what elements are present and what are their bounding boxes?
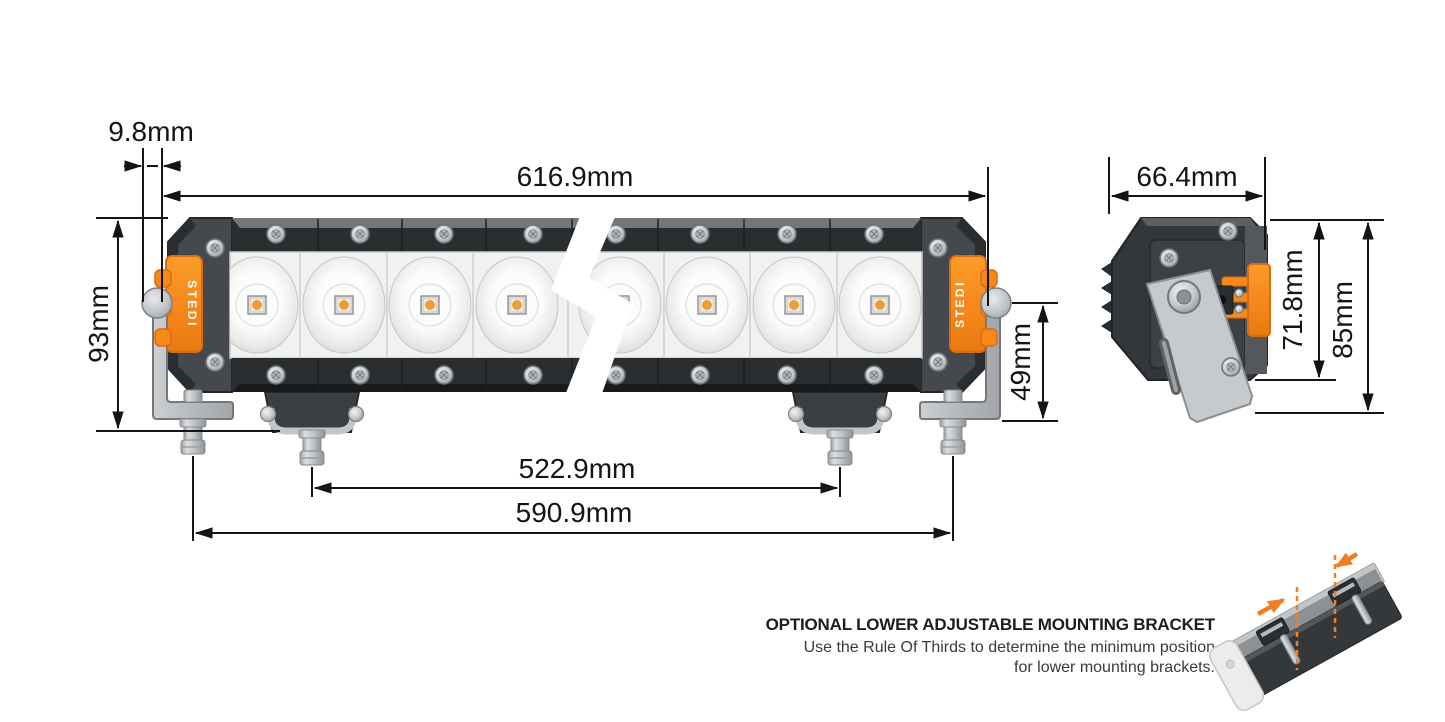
dim-bracket-drop [1002, 302, 1058, 422]
dim-label-overall-height: 93mm [83, 285, 114, 363]
note-line-2: for lower mounting brackets. [1014, 659, 1215, 676]
dim-total-height [1255, 221, 1384, 414]
dimensions [96, 148, 1384, 541]
front-view: STEDI STEDI [141, 196, 1012, 466]
side-mount-bolt-right [980, 287, 1012, 319]
dim-label-end-offset: 9.8mm [108, 116, 194, 147]
break-line [551, 196, 633, 408]
inner-mount-bracket-right [787, 391, 893, 466]
side-adjustable-bracket [1146, 269, 1253, 423]
brand-badge-right: STEDI [949, 255, 987, 353]
dim-label-bracket-drop: 49mm [1005, 323, 1036, 401]
side-mount-bolt-left [141, 287, 173, 319]
led-array [230, 252, 922, 358]
iso-end-cap [1208, 640, 1265, 711]
dim-label-depth: 66.4mm [1136, 161, 1237, 192]
side-view [1101, 217, 1271, 423]
iso-arrow-left [1256, 598, 1286, 616]
dim-label-outer-bolt-spacing: 590.9mm [516, 497, 633, 528]
dim-label-overall-width: 616.9mm [517, 161, 634, 192]
brand-text-left: STEDI [185, 280, 199, 328]
iso-bracket-2 [1327, 577, 1373, 625]
brand-text-right: STEDI [953, 280, 967, 328]
dim-label-inner-bolt-spacing: 522.9mm [519, 453, 636, 484]
note-line-1: Use the Rule Of Thirds to determine the … [804, 639, 1215, 656]
dim-label-total-height: 85mm [1327, 281, 1358, 359]
dim-inner-bolt-spacing [311, 467, 841, 497]
iso-arrow-right [1334, 552, 1359, 568]
dim-outer-bolt-spacing [192, 456, 954, 541]
dim-overall-height [96, 217, 280, 432]
note-title: OPTIONAL LOWER ADJUSTABLE MOUNTING BRACK… [766, 615, 1216, 634]
brand-badge-left: STEDI [165, 255, 203, 353]
dim-overall-width [162, 167, 989, 306]
side-connector [1212, 263, 1271, 337]
top-band-segments [317, 219, 831, 253]
dim-label-body-height: 71.8mm [1277, 249, 1308, 350]
inner-mount-bracket-left [259, 391, 365, 466]
dim-end-offset [124, 148, 181, 302]
iso-bracket-1 [1255, 617, 1301, 665]
dim-depth [1108, 157, 1266, 250]
light-bar-body: STEDI STEDI [165, 217, 987, 393]
dim-body-height [1255, 219, 1384, 381]
isometric-view [1208, 552, 1402, 711]
note-block: OPTIONAL LOWER ADJUSTABLE MOUNTING BRACK… [766, 615, 1216, 676]
